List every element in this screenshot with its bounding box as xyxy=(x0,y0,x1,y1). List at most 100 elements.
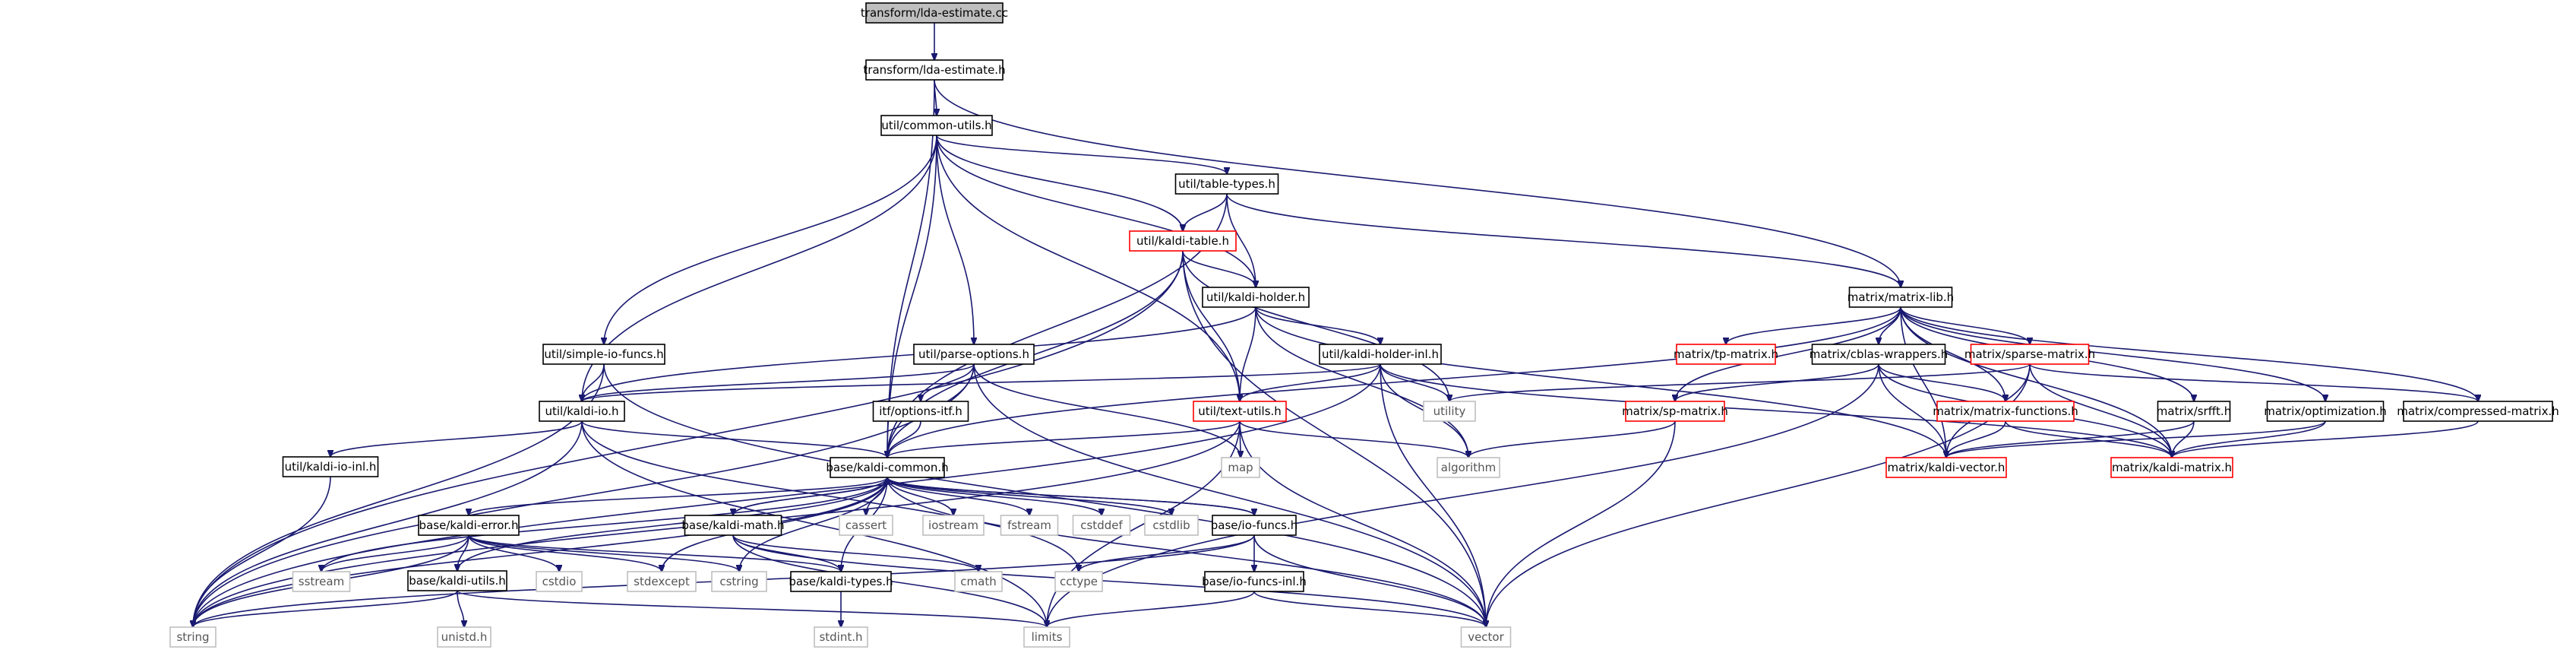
node-iostream: iostream xyxy=(922,515,985,536)
edge-holder_inl-to-vector xyxy=(1380,363,1486,627)
node-itf-opts[interactable]: itf/options-itf.h xyxy=(872,401,969,422)
node-io-funcs-inl[interactable]: base/io-funcs-inl.h xyxy=(1202,571,1307,592)
node-label: stdint.h xyxy=(819,630,862,644)
node-kaldi-utils[interactable]: base/kaldi-utils.h xyxy=(407,570,507,591)
edge-common_utils-to-text_utils xyxy=(936,135,1240,401)
edge-kaldi_common-to-cstdlib xyxy=(887,477,1171,515)
node-cblas[interactable]: matrix/cblas-wrappers.h xyxy=(1810,344,1948,365)
node-kaldi-holder[interactable]: util/kaldi-holder.h xyxy=(1202,287,1310,308)
edge-kaldi_table-to-string xyxy=(193,250,1184,627)
node-kaldi-common[interactable]: base/kaldi-common.h xyxy=(826,457,949,478)
node-label: matrix/kaldi-matrix.h xyxy=(2112,461,2232,474)
edge-kaldi_math-to-kaldi_types xyxy=(732,534,841,572)
edge-matrix_lib-to-cblas xyxy=(1879,306,1901,344)
node-label: utility xyxy=(1433,404,1466,418)
node-kaldi-matrix[interactable]: matrix/kaldi-matrix.h xyxy=(2110,457,2233,478)
edge-common_utils-to-simple_io xyxy=(604,135,937,344)
node-label: util/text-utils.h xyxy=(1198,404,1282,418)
node-label: limits xyxy=(1032,630,1063,644)
node-box xyxy=(282,456,379,477)
edge-holder_inl-to-string xyxy=(193,363,1381,627)
node-mat-funcs[interactable]: matrix/matrix-functions.h xyxy=(1933,401,2078,422)
node-sstream: sstream xyxy=(292,571,351,592)
edge-kaldi_common-to-vector xyxy=(887,477,1486,627)
edge-matrix_lib-to-tp_matrix xyxy=(1726,306,1901,344)
edge-kaldi_common-to-cstddef xyxy=(887,477,1102,515)
node-sparse[interactable]: matrix/sparse-matrix.h xyxy=(1964,344,2095,365)
node-box xyxy=(790,571,892,592)
edge-kaldi_common-to-string xyxy=(193,477,888,627)
edge-kaldi_holder-to-text_utils xyxy=(1240,306,1256,401)
node-kaldi-io[interactable]: util/kaldi-io.h xyxy=(539,401,625,422)
node-box xyxy=(1221,457,1260,478)
node-unistd: unistd.h xyxy=(437,626,491,648)
node-compressed[interactable]: matrix/compressed-matrix.h xyxy=(2397,401,2559,422)
node-label: util/table-types.h xyxy=(1178,177,1275,191)
node-label: util/parse-options.h xyxy=(918,347,1029,361)
node-limits: limits xyxy=(1023,626,1070,648)
node-map: map xyxy=(1221,457,1260,478)
node-algorithm: algorithm xyxy=(1437,457,1500,478)
edge-optimization-to-kaldi_vector xyxy=(1946,420,2326,458)
node-cctype: cctype xyxy=(1054,571,1103,592)
edge-kaldi_io-to-io_inl xyxy=(330,420,583,457)
node-text-utils[interactable]: util/text-utils.h xyxy=(1193,401,1287,422)
node-box xyxy=(1848,287,1953,308)
node-box xyxy=(407,570,507,591)
node-kaldi-table[interactable]: util/kaldi-table.h xyxy=(1129,230,1237,252)
node-kaldi-vector[interactable]: matrix/kaldi-vector.h xyxy=(1885,457,2007,478)
node-label: util/kaldi-holder-inl.h xyxy=(1322,347,1439,361)
edge-holder_inl-to-text_utils xyxy=(1240,363,1381,401)
edge-parse_opts-to-vector xyxy=(973,363,1486,627)
edge-compressed-to-kaldi_matrix xyxy=(2172,420,2479,458)
node-lda-h[interactable]: transform/lda-estimate.h xyxy=(863,59,1006,81)
node-label: matrix/sp-matrix.h xyxy=(1622,404,1728,418)
node-holder-inl[interactable]: util/kaldi-holder-inl.h xyxy=(1319,344,1442,365)
node-table-types[interactable]: util/table-types.h xyxy=(1174,173,1279,195)
node-root[interactable]: transform/lda-estimate.cc xyxy=(861,2,1008,24)
node-srfft[interactable]: matrix/srfft.h xyxy=(2157,401,2231,422)
node-kaldi-error[interactable]: base/kaldi-error.h xyxy=(418,515,520,536)
node-box xyxy=(2157,401,2231,422)
node-box xyxy=(542,344,665,365)
node-label: matrix/sparse-matrix.h xyxy=(1964,347,2095,361)
node-label: matrix/compressed-matrix.h xyxy=(2397,404,2559,418)
edge-matrix_lib-to-kaldi_vector xyxy=(1900,306,1946,458)
node-label: matrix/kaldi-vector.h xyxy=(1888,461,2005,474)
node-parse-opts[interactable]: util/parse-options.h xyxy=(913,344,1035,365)
node-box xyxy=(536,571,583,592)
edge-matrix_lib-to-kaldi_common xyxy=(887,306,1901,458)
node-simple-io[interactable]: util/simple-io-funcs.h xyxy=(542,344,665,365)
node-utility: utility xyxy=(1423,401,1476,422)
node-label: matrix/matrix-lib.h xyxy=(1847,290,1954,304)
node-common-utils[interactable]: util/common-utils.h xyxy=(880,115,993,136)
node-tp-matrix[interactable]: matrix/tp-matrix.h xyxy=(1674,344,1778,365)
node-label: cstddef xyxy=(1080,518,1123,532)
node-sp-matrix[interactable]: matrix/sp-matrix.h xyxy=(1622,401,1728,422)
node-kaldi-types[interactable]: base/kaldi-types.h xyxy=(789,571,893,592)
node-label: matrix/optimization.h xyxy=(2264,404,2387,418)
node-label: cmath xyxy=(960,575,996,588)
node-io-funcs[interactable]: base/io-funcs.h xyxy=(1211,515,1297,536)
node-box xyxy=(1202,287,1310,308)
edge-common_utils-to-table_types xyxy=(936,135,1227,174)
edge-kaldi_math-to-kaldi_common xyxy=(732,477,887,516)
edge-kaldi_io-to-string xyxy=(193,420,583,627)
edge-text_utils-to-kaldi_common xyxy=(887,420,1241,458)
edge-matrix_lib-to-optimization xyxy=(1900,306,2325,401)
node-cstdlib: cstdlib xyxy=(1144,515,1199,536)
node-label: base/kaldi-utils.h xyxy=(409,574,506,588)
edge-mat_funcs-to-kaldi_vector xyxy=(1946,420,2006,458)
edge-cblas-to-sp_matrix xyxy=(1675,363,1879,401)
node-optimization[interactable]: matrix/optimization.h xyxy=(2264,401,2387,422)
edge-kaldi_utils-to-limits xyxy=(457,590,1047,627)
edge-kaldi_error-to-cstdio xyxy=(468,534,559,572)
node-label: util/common-utils.h xyxy=(881,119,991,132)
node-io-inl[interactable]: util/kaldi-io-inl.h xyxy=(282,456,379,477)
edge-text_utils-to-algorithm xyxy=(1239,420,1468,458)
node-kaldi-math[interactable]: base/kaldi-math.h xyxy=(681,515,785,536)
node-box xyxy=(418,515,520,536)
node-matrix-lib[interactable]: matrix/matrix-lib.h xyxy=(1847,287,1954,308)
edge-kaldi_table-to-vector xyxy=(1182,250,1486,627)
